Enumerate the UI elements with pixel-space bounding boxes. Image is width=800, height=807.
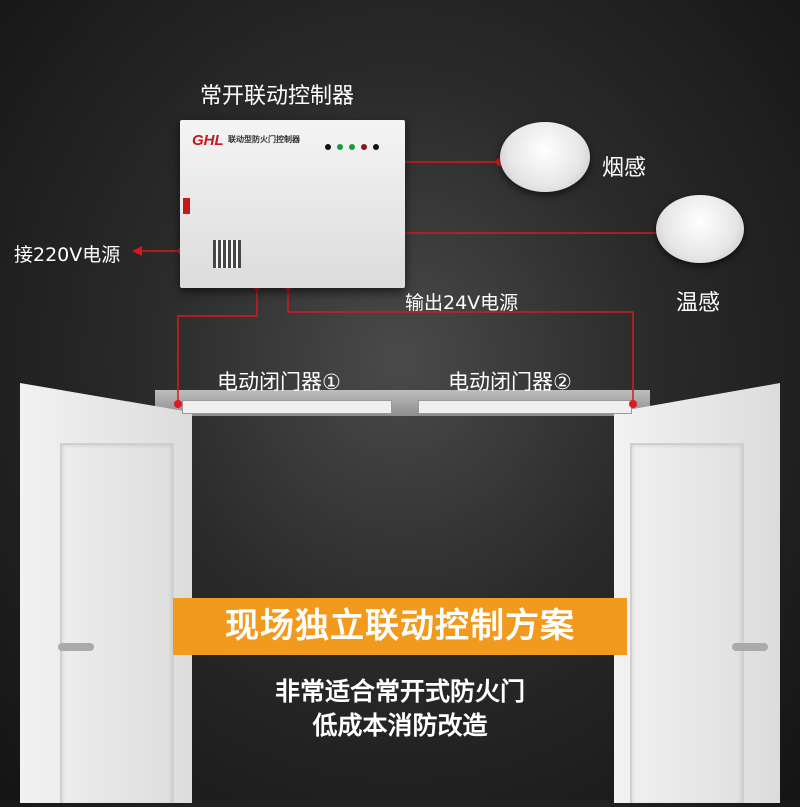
right-door-handle: [732, 643, 768, 651]
wire-closer-1: [177, 286, 258, 404]
heat-label: 温感: [676, 291, 721, 316]
right-door: [614, 383, 780, 803]
banner-line-1: 非常适合常开式防火门: [274, 677, 525, 706]
led-indicator: [337, 144, 343, 150]
model-name: 联动型防火门控制器: [228, 135, 300, 144]
smoke-label: 烟感: [602, 156, 647, 181]
heat-detector: [656, 195, 744, 263]
controller-box: GHL 联动型防火门控制器: [180, 120, 405, 288]
right-door-panel: [630, 443, 744, 803]
power-in-label: 接220V电源: [14, 244, 121, 266]
brand-logo: GHL: [192, 132, 224, 149]
wire-closer-2: [287, 286, 634, 404]
led-indicator: [349, 144, 355, 150]
led-indicator: [325, 144, 331, 150]
left-door: [20, 383, 192, 803]
led-indicator: [361, 144, 367, 150]
power-switch: [183, 198, 190, 214]
banner-line-2: 低成本消防改造: [312, 711, 488, 740]
power-out-label: 输出24V电源: [405, 292, 519, 314]
led-indicator: [373, 144, 379, 150]
door-closer-1: [182, 400, 392, 414]
smoke-detector: [500, 122, 590, 192]
controller-title: 常开联动控制器: [200, 84, 355, 109]
qr-code: [213, 240, 241, 268]
left-door-handle: [58, 643, 94, 651]
arrow-left-icon: [132, 246, 142, 256]
closer-2-label: 电动闭门器②: [448, 370, 572, 394]
banner-title: 现场独立联动控制方案: [173, 598, 627, 655]
closer-1-label: 电动闭门器①: [217, 370, 341, 394]
